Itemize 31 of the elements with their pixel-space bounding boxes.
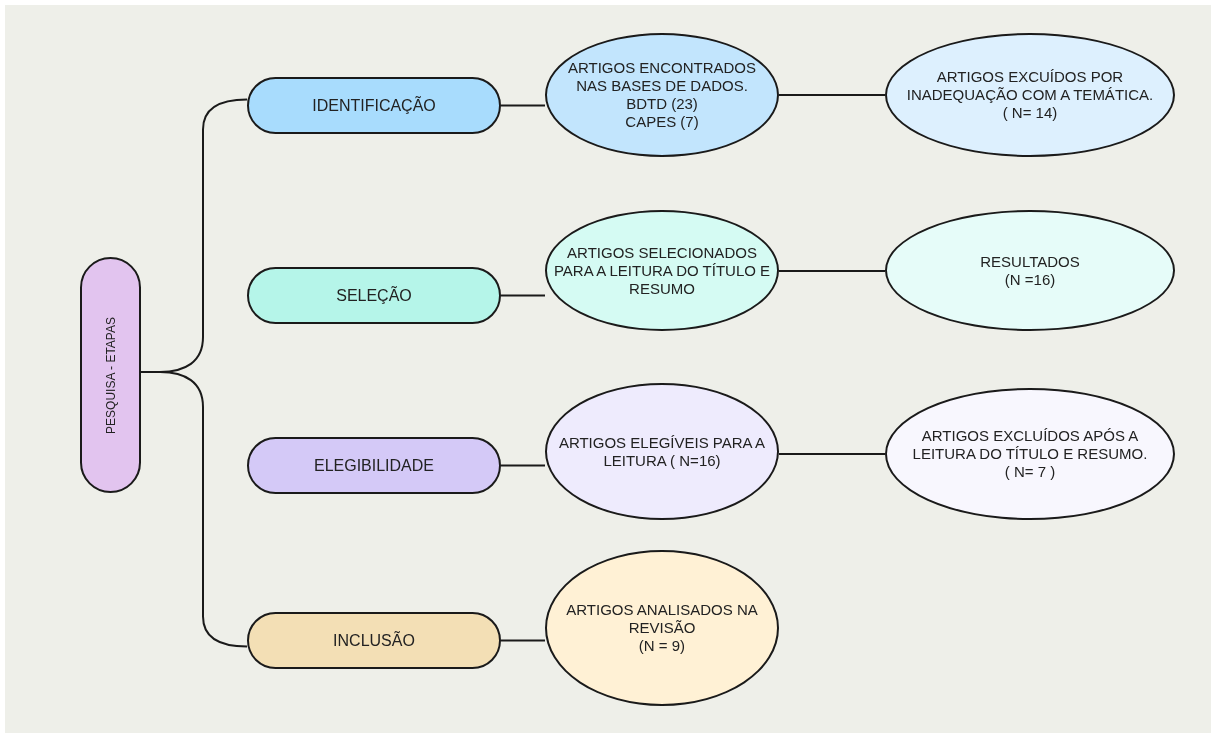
step-text: BDTD (23)	[626, 95, 698, 113]
connector-line	[500, 464, 546, 467]
step-text: (N =16)	[1004, 270, 1056, 289]
step-text: (N = 9)	[638, 637, 686, 655]
connector-line	[500, 104, 546, 107]
step-text: ARTIGOS SELECIONADOS PARA A LEITURA DO TÍTULO E RESUMO	[552, 243, 772, 298]
connector-line	[500, 639, 546, 642]
connector-line	[778, 94, 886, 96]
stage-label: ELEGIBILIDADE	[313, 456, 434, 475]
stage-pill	[247, 612, 501, 669]
step-text: ( N= 7 )	[1004, 463, 1056, 481]
step-text: ARTIGOS EXCUÍDOS POR INADEQUAÇÃO COM A TEMÁTICA.	[905, 68, 1155, 104]
connector-line	[778, 453, 886, 455]
title-label: PESQUISA - ETAPAS	[103, 316, 118, 434]
step-text: ARTIGOS ANALISADOS NA REVISÃO	[565, 601, 759, 637]
vertical-title-box	[80, 257, 141, 493]
step-text: ARTIGOS ENCONTRADOS NAS BASES DE DADOS.	[566, 59, 758, 95]
brace-connector	[140, 371, 248, 648]
stage-pill	[247, 77, 501, 134]
stage-label: IDENTIFICAÇÃO	[312, 96, 436, 115]
step-text: ARTIGOS ELEGÍVEIS PARA A LEITURA ( N=16)	[557, 433, 767, 470]
step-text: ARTIGOS EXCLUÍDOS APÓS A LEITURA DO TÍTULO E RESUMO.	[911, 427, 1149, 463]
stage-pill	[247, 437, 501, 494]
stage-pill	[247, 267, 501, 324]
step-text: CAPES (7)	[625, 113, 699, 131]
stage-label: INCLUSÃO	[333, 631, 415, 650]
step-text: ( N= 14)	[1002, 104, 1058, 122]
connector-line	[500, 294, 546, 297]
stage-label: SELEÇÃO	[336, 286, 412, 305]
step-text: RESULTADOS	[980, 252, 1080, 271]
connector-line	[778, 270, 886, 272]
